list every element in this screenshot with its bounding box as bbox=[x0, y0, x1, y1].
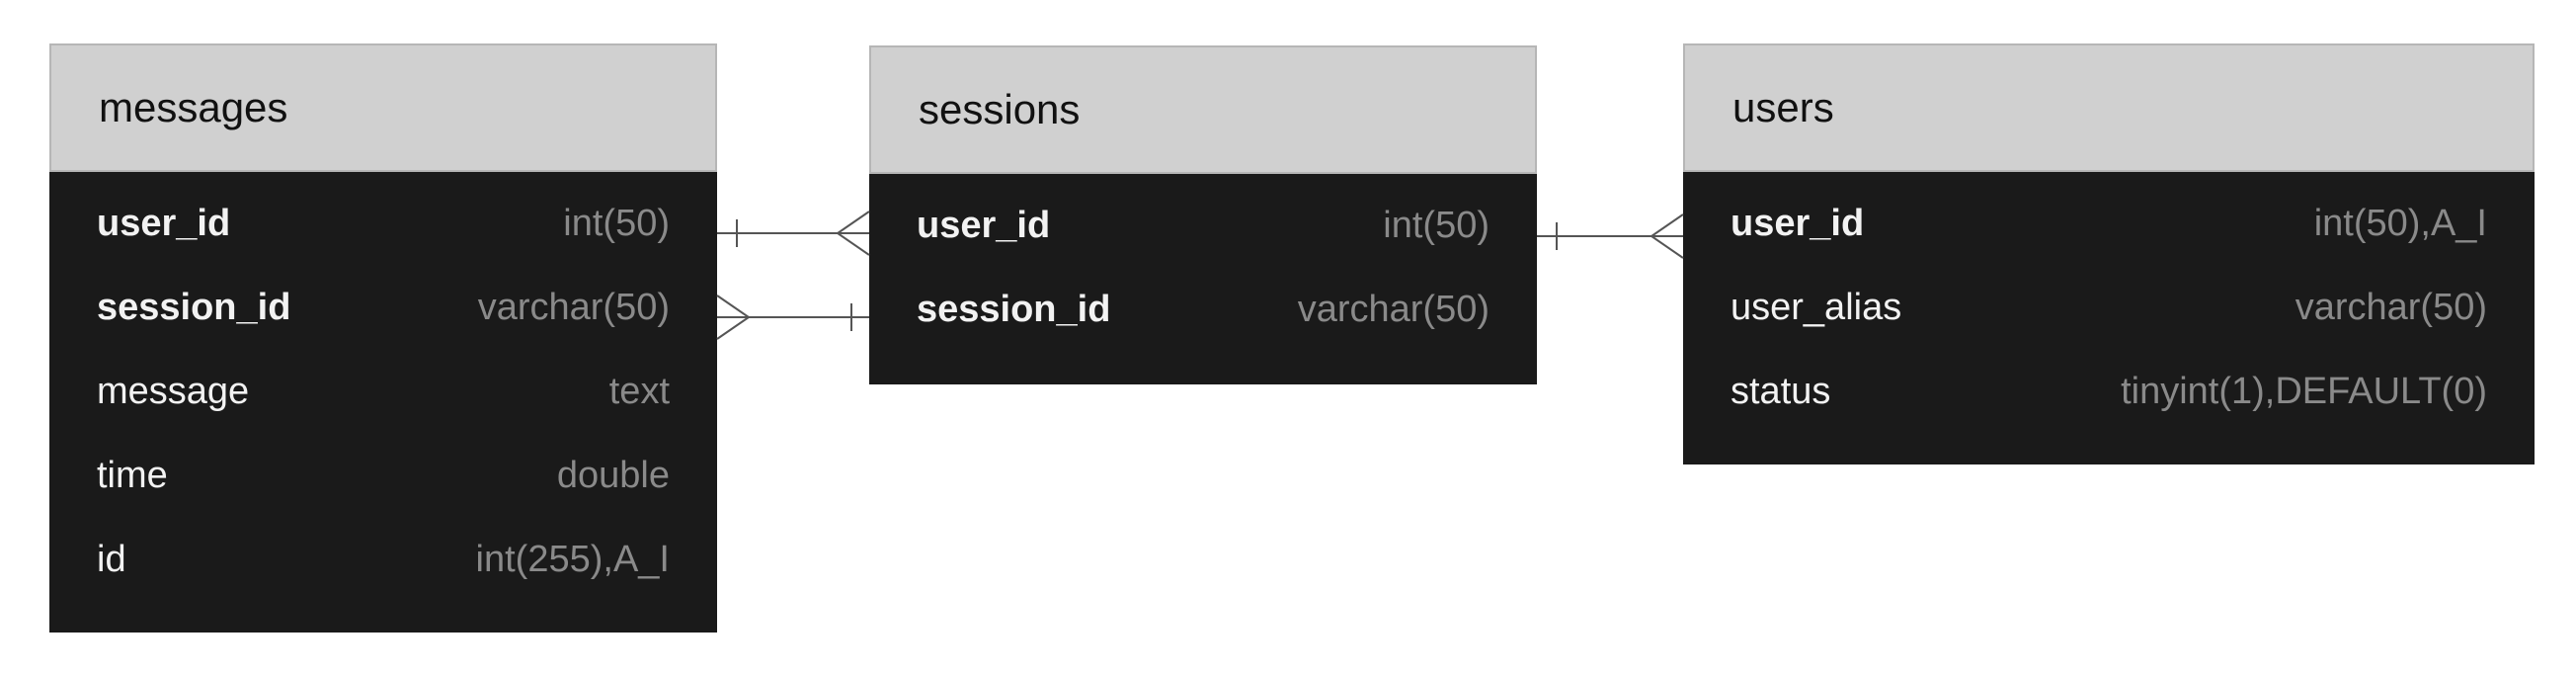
field-type: varchar(50) bbox=[1297, 289, 1489, 330]
field-type: int(50),A_I bbox=[2313, 203, 2487, 244]
many-marker bbox=[836, 211, 870, 256]
field-type: text bbox=[608, 371, 670, 412]
relationship-messages-user-id-to-sessions-user-id bbox=[717, 211, 870, 256]
table-fields: user_id int(50) session_id varchar(50) m… bbox=[49, 172, 717, 633]
relationship-sessions-user-id-to-users-user-id bbox=[1537, 213, 1684, 259]
field-type: varchar(50) bbox=[477, 287, 670, 328]
field-row-user-id[interactable]: user_id int(50),A_I bbox=[1683, 182, 2535, 266]
table-header: messages bbox=[49, 43, 717, 172]
field-type: int(50) bbox=[563, 203, 670, 244]
field-type: tinyint(1),DEFAULT(0) bbox=[2121, 371, 2487, 412]
table-header: sessions bbox=[869, 45, 1537, 174]
field-name: session_id bbox=[917, 289, 1111, 330]
field-name: status bbox=[1731, 371, 1831, 412]
field-name: time bbox=[97, 455, 168, 496]
field-type: int(255),A_I bbox=[475, 539, 670, 580]
field-type: int(50) bbox=[1383, 205, 1489, 246]
relationship-messages-session-id-to-sessions-session-id bbox=[716, 295, 869, 340]
field-row-message[interactable]: message text bbox=[49, 350, 717, 434]
field-type: varchar(50) bbox=[2294, 287, 2487, 328]
field-row-time[interactable]: time double bbox=[49, 434, 717, 518]
table-messages[interactable]: messages user_id int(50) session_id varc… bbox=[49, 43, 717, 633]
field-row-status[interactable]: status tinyint(1),DEFAULT(0) bbox=[1683, 350, 2535, 434]
many-marker bbox=[716, 295, 751, 340]
table-fields: user_id int(50) session_id varchar(50) bbox=[869, 174, 1537, 384]
table-title: messages bbox=[99, 84, 288, 130]
field-name: user_id bbox=[917, 205, 1051, 246]
field-row-user-id[interactable]: user_id int(50) bbox=[49, 182, 717, 266]
field-name: user_id bbox=[1731, 203, 1865, 244]
many-marker bbox=[1650, 213, 1684, 259]
field-row-id[interactable]: id int(255),A_I bbox=[49, 518, 717, 602]
field-name: session_id bbox=[97, 287, 291, 328]
field-row-session-id[interactable]: session_id varchar(50) bbox=[869, 268, 1537, 352]
table-title: sessions bbox=[919, 86, 1081, 132]
field-type: double bbox=[556, 455, 670, 496]
field-row-session-id[interactable]: session_id varchar(50) bbox=[49, 266, 717, 350]
table-fields: user_id int(50),A_I user_alias varchar(5… bbox=[1683, 172, 2535, 464]
field-row-user-id[interactable]: user_id int(50) bbox=[869, 184, 1537, 268]
table-users[interactable]: users user_id int(50),A_I user_alias var… bbox=[1683, 43, 2535, 464]
field-name: message bbox=[97, 371, 250, 412]
field-row-user-alias[interactable]: user_alias varchar(50) bbox=[1683, 266, 2535, 350]
table-sessions[interactable]: sessions user_id int(50) session_id varc… bbox=[869, 45, 1537, 384]
field-name: user_alias bbox=[1731, 287, 1902, 328]
table-header: users bbox=[1683, 43, 2535, 172]
table-title: users bbox=[1732, 84, 1834, 130]
field-name: user_id bbox=[97, 203, 231, 244]
field-name: id bbox=[97, 539, 126, 580]
